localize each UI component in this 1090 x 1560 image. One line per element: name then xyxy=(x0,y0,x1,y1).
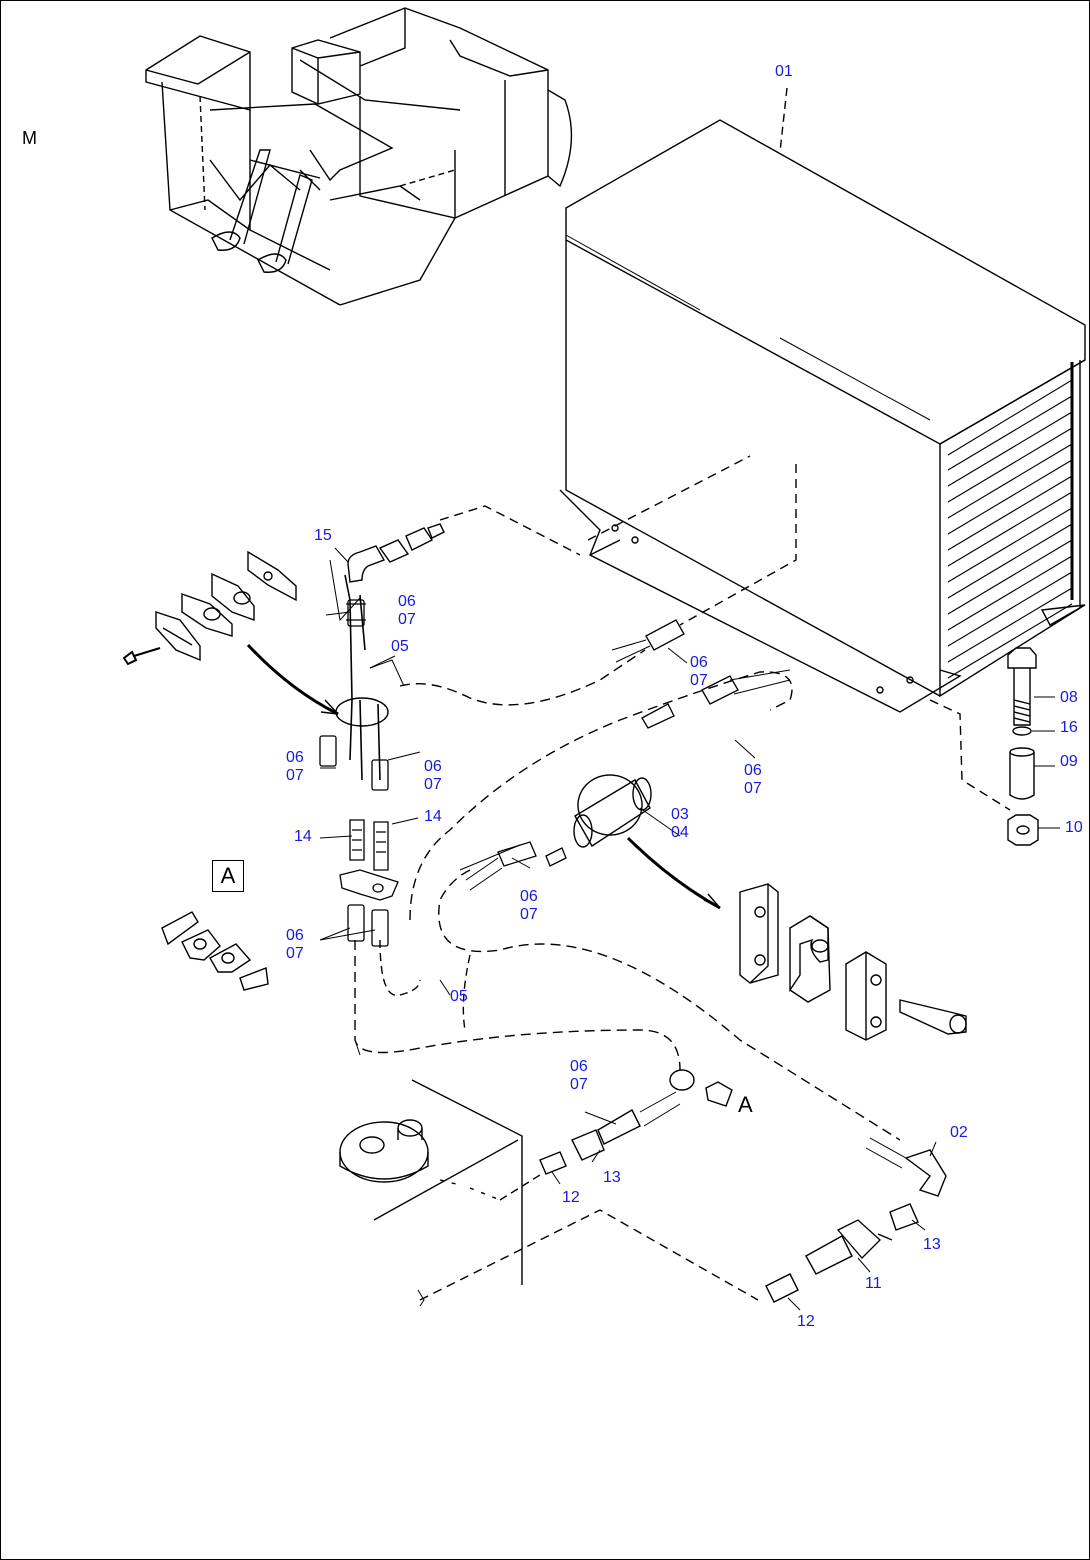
leader-01 xyxy=(779,87,788,153)
view-label: M xyxy=(22,128,37,148)
centerline-lower xyxy=(679,464,797,626)
callout-02[interactable]: 02 xyxy=(950,1124,968,1141)
callout-12-b[interactable]: 12 xyxy=(797,1313,815,1330)
callout-16[interactable]: 16 xyxy=(1060,719,1078,736)
centerline-bolt xyxy=(929,699,1011,811)
hose-fittings xyxy=(319,599,791,947)
callout-10[interactable]: 10 xyxy=(1065,819,1083,836)
callout-06-07-b[interactable]: 06 07 xyxy=(690,654,708,689)
callout-03-04[interactable]: 03 04 xyxy=(671,806,689,841)
expansion-valve-area xyxy=(339,1069,947,1307)
receiver-drier xyxy=(573,774,652,848)
callout-14-b[interactable]: 14 xyxy=(424,808,442,825)
leaders-bolt-stack xyxy=(1032,696,1060,829)
detail-a-reference: A xyxy=(738,1092,753,1117)
machine-overview xyxy=(145,7,573,306)
callout-06-07-f[interactable]: 06 07 xyxy=(520,888,538,923)
elbow-fitting-15 xyxy=(347,523,445,583)
mounting-bolt-stack xyxy=(1007,647,1039,846)
callout-06-07-g[interactable]: 06 07 xyxy=(286,927,304,962)
clamp-assembly-lower xyxy=(739,883,967,1041)
callout-05-a[interactable]: 05 xyxy=(391,638,409,655)
callout-leaders xyxy=(319,547,937,1311)
callout-06-07-a[interactable]: 06 07 xyxy=(398,593,416,628)
clamp-arrow-upper xyxy=(246,643,339,716)
callout-12-a[interactable]: 12 xyxy=(562,1189,580,1206)
callout-06-07-e[interactable]: 06 07 xyxy=(744,762,762,797)
callout-13-b[interactable]: 13 xyxy=(923,1236,941,1253)
callout-11[interactable]: 11 xyxy=(865,1275,882,1292)
callout-06-07-c[interactable]: 06 07 xyxy=(286,749,304,784)
hose-lines xyxy=(329,559,901,1141)
callout-13-a[interactable]: 13 xyxy=(603,1169,621,1186)
callout-01[interactable]: 01 xyxy=(775,63,793,80)
clamp-arrow-lower xyxy=(626,836,721,910)
callout-08[interactable]: 08 xyxy=(1060,689,1078,706)
centerline-ref xyxy=(587,455,751,541)
callout-06-07-h[interactable]: 06 07 xyxy=(570,1058,588,1093)
clamp-assembly-detail-a xyxy=(161,911,269,991)
callout-15[interactable]: 15 xyxy=(314,527,332,544)
callout-14-a[interactable]: 14 xyxy=(294,828,312,845)
clamp-assembly-upper xyxy=(122,550,297,666)
callout-09[interactable]: 09 xyxy=(1060,753,1078,770)
callout-06-07-d[interactable]: 06 07 xyxy=(424,758,442,793)
condenser-unit xyxy=(559,119,1086,713)
centerline-upper xyxy=(439,505,581,556)
callout-05-b[interactable]: 05 xyxy=(450,988,468,1005)
detail-a-marker: A xyxy=(212,860,244,892)
